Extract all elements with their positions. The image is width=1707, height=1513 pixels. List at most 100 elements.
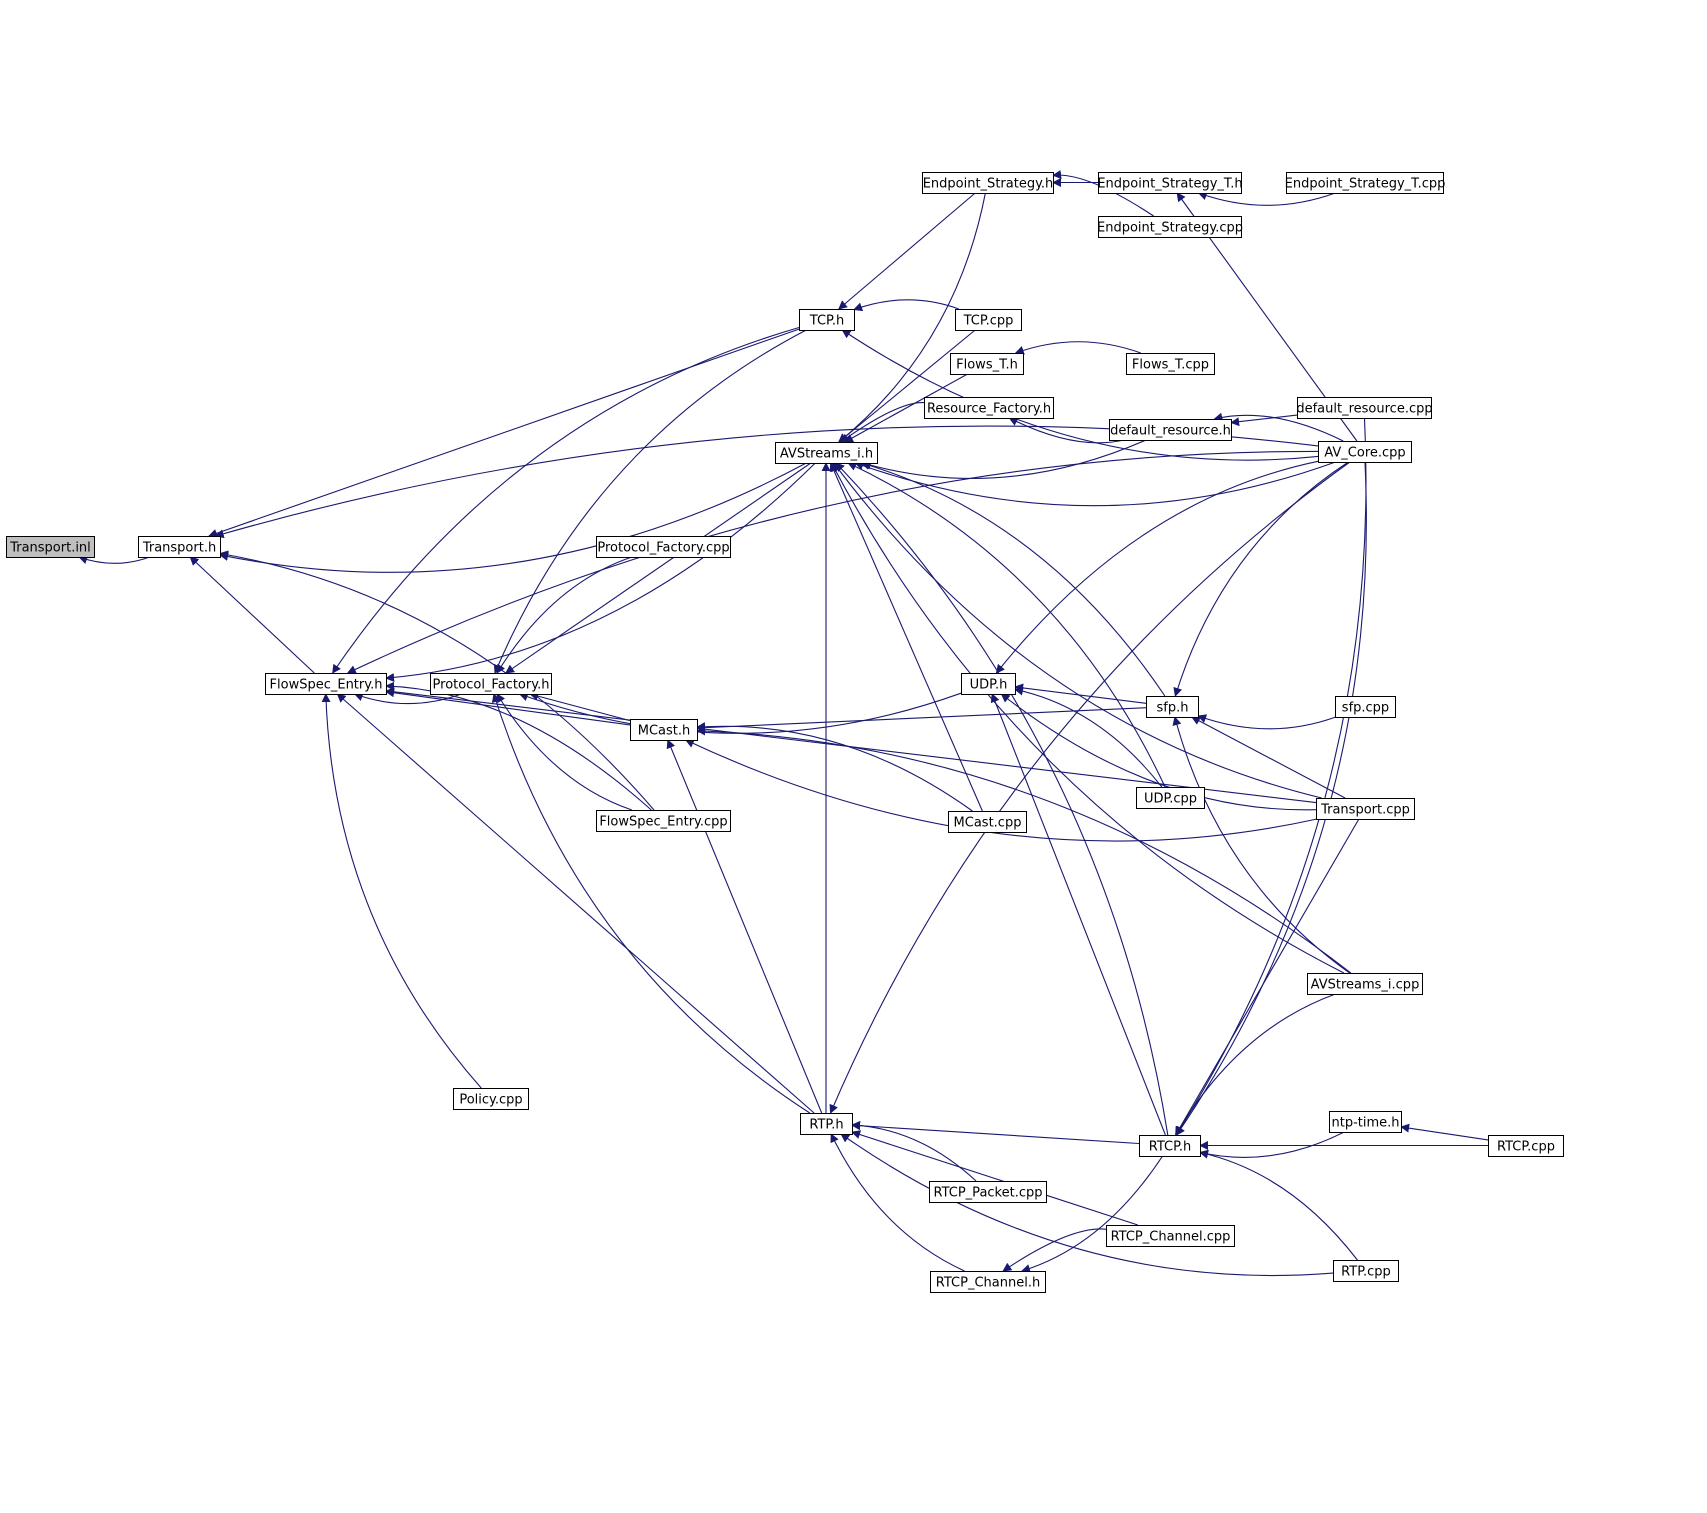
node-avstreams-i-h[interactable]: AVStreams_i.h [775, 442, 878, 464]
node-mcast-cpp[interactable]: MCast.cpp [948, 811, 1027, 833]
node-label: RTCP.cpp [1497, 1140, 1555, 1155]
node-endpoint-strategy-cpp[interactable]: Endpoint_Strategy.cpp [1097, 216, 1243, 238]
node-box[interactable] [1318, 441, 1412, 463]
node-rtcp-h[interactable]: RTCP.h [1139, 1135, 1201, 1157]
edge-transport-cpp-to-rtcp-h [1175, 818, 1360, 1136]
node-box[interactable] [630, 719, 698, 741]
node-flows-t-h[interactable]: Flows_T.h [950, 353, 1024, 375]
node-rtcp-packet-cpp[interactable]: RTCP_Packet.cpp [929, 1181, 1047, 1203]
node-rtcp-channel-cpp[interactable]: RTCP_Channel.cpp [1106, 1225, 1235, 1247]
edge-rtp-cpp-to-rtp-h [840, 1133, 1334, 1277]
node-box[interactable] [930, 1271, 1046, 1293]
node-label: Transport.h [142, 541, 216, 556]
node-tcp-cpp[interactable]: TCP.cpp [955, 309, 1022, 331]
node-endpoint-strategy-t-cpp[interactable]: Endpoint_Strategy_T.cpp [1285, 172, 1446, 194]
node-box[interactable] [1316, 798, 1415, 820]
node-box[interactable] [1307, 973, 1423, 995]
node-box[interactable] [1488, 1135, 1564, 1157]
node-label: Endpoint_Strategy.cpp [1097, 221, 1243, 236]
node-box[interactable] [1297, 397, 1432, 419]
node-sfp-h[interactable]: sfp.h [1146, 696, 1199, 718]
node-box[interactable] [1098, 172, 1242, 194]
node-label: MCast.cpp [954, 816, 1022, 831]
node-box[interactable] [1333, 1260, 1399, 1282]
node-label: RTCP_Channel.cpp [1111, 1230, 1231, 1245]
node-resource-factory-h[interactable]: Resource_Factory.h [924, 397, 1054, 419]
node-box[interactable] [955, 309, 1022, 331]
node-box[interactable] [1335, 696, 1396, 718]
node-box[interactable] [929, 1181, 1047, 1203]
node-flowspec-entry-cpp[interactable]: FlowSpec_Entry.cpp [596, 810, 731, 832]
node-box[interactable] [775, 442, 878, 464]
node-box[interactable] [1098, 216, 1242, 238]
edge-flowspec-entry-cpp-to-transport-h [219, 550, 655, 811]
node-box[interactable] [948, 811, 1027, 833]
node-rtp-cpp[interactable]: RTP.cpp [1333, 1260, 1399, 1282]
node-transport-h[interactable]: Transport.h [138, 536, 221, 558]
node-box[interactable] [1329, 1111, 1402, 1133]
node-ntp-time-h[interactable]: ntp-time.h [1329, 1111, 1402, 1133]
node-flows-t-cpp[interactable]: Flows_T.cpp [1126, 353, 1215, 375]
node-box[interactable] [924, 397, 1054, 419]
node-avstreams-i-cpp[interactable]: AVStreams_i.cpp [1307, 973, 1423, 995]
node-rtp-h[interactable]: RTP.h [800, 1113, 853, 1135]
edge-default-resource-h-to-resource-factory-h [1008, 417, 1125, 444]
node-label: MCast.h [638, 724, 691, 739]
node-box[interactable] [950, 353, 1024, 375]
node-box[interactable] [799, 309, 855, 331]
edge-flowspec-entry-cpp-to-protocol-factory-h [496, 693, 633, 811]
edge-av-core-cpp-to-transport-h [214, 425, 1319, 539]
node-box[interactable] [800, 1113, 853, 1135]
node-box[interactable] [1286, 172, 1444, 194]
node-label: FlowSpec_Entry.h [270, 678, 383, 693]
node-box[interactable] [922, 172, 1054, 194]
node-endpoint-strategy-h[interactable]: Endpoint_Strategy.h [922, 172, 1054, 194]
node-box[interactable] [138, 536, 221, 558]
node-udp-cpp[interactable]: UDP.cpp [1136, 787, 1205, 809]
node-udp-h[interactable]: UDP.h [961, 673, 1016, 695]
node-box[interactable] [1136, 787, 1205, 809]
edge-flows-t-cpp-to-flows-t-h [1014, 341, 1141, 355]
node-box[interactable] [430, 673, 552, 695]
node-mcast-h[interactable]: MCast.h [630, 719, 698, 741]
node-protocol-factory-cpp[interactable]: Protocol_Factory.cpp [596, 536, 731, 558]
edge-mcast-cpp-to-avstreams-i-h [829, 462, 983, 812]
node-rtcp-cpp[interactable]: RTCP.cpp [1488, 1135, 1564, 1157]
node-box[interactable] [596, 536, 731, 558]
node-box[interactable] [6, 536, 95, 558]
node-box[interactable] [1139, 1135, 1201, 1157]
node-box[interactable] [596, 810, 731, 832]
node-box[interactable] [453, 1088, 529, 1110]
node-sfp-cpp[interactable]: sfp.cpp [1335, 696, 1396, 718]
node-default-resource-h[interactable]: default_resource.h [1109, 419, 1232, 441]
node-box[interactable] [1106, 1225, 1235, 1247]
edge-tcp-cpp-to-avstreams-i-h [838, 329, 976, 443]
node-endpoint-strategy-t-h[interactable]: Endpoint_Strategy_T.h [1097, 172, 1243, 194]
edge-flowspec-entry-h-to-transport-h [189, 556, 315, 674]
edge-rtcp-packet-cpp-to-rtp-h [851, 1120, 977, 1182]
node-av-core-cpp[interactable]: AV_Core.cpp [1318, 441, 1412, 463]
node-box[interactable] [961, 673, 1016, 695]
node-box[interactable] [1109, 419, 1232, 441]
node-tcp-h[interactable]: TCP.h [799, 309, 855, 331]
node-default-resource-cpp[interactable]: default_resource.cpp [1296, 397, 1433, 419]
edge-rtp-h-to-flowspec-entry-h [336, 693, 815, 1114]
node-label: Protocol_Factory.h [433, 678, 550, 693]
node-flowspec-entry-h[interactable]: FlowSpec_Entry.h [265, 673, 387, 695]
node-box[interactable] [1146, 696, 1199, 718]
node-transport-inl[interactable]: Transport.inl [6, 536, 95, 558]
node-label: Resource_Factory.h [927, 402, 1051, 417]
node-box[interactable] [1126, 353, 1215, 375]
node-rtcp-channel-h[interactable]: RTCP_Channel.h [930, 1271, 1046, 1293]
node-protocol-factory-h[interactable]: Protocol_Factory.h [430, 673, 552, 695]
edge-tcp-h-to-flowspec-entry-h [332, 326, 800, 674]
edge-av-core-cpp-to-sfp-h [1173, 461, 1349, 697]
node-policy-cpp[interactable]: Policy.cpp [453, 1088, 529, 1110]
node-label: RTP.h [809, 1118, 843, 1133]
node-box[interactable] [265, 673, 387, 695]
edge-av-core-cpp-to-flowspec-entry-h [346, 450, 1319, 674]
edge-endpoint-strategy-t-cpp-to-endpoint-strategy-t-h [1197, 191, 1336, 206]
edge-mcast-h-to-protocol-factory-h [529, 691, 631, 722]
node-transport-cpp[interactable]: Transport.cpp [1316, 798, 1415, 820]
